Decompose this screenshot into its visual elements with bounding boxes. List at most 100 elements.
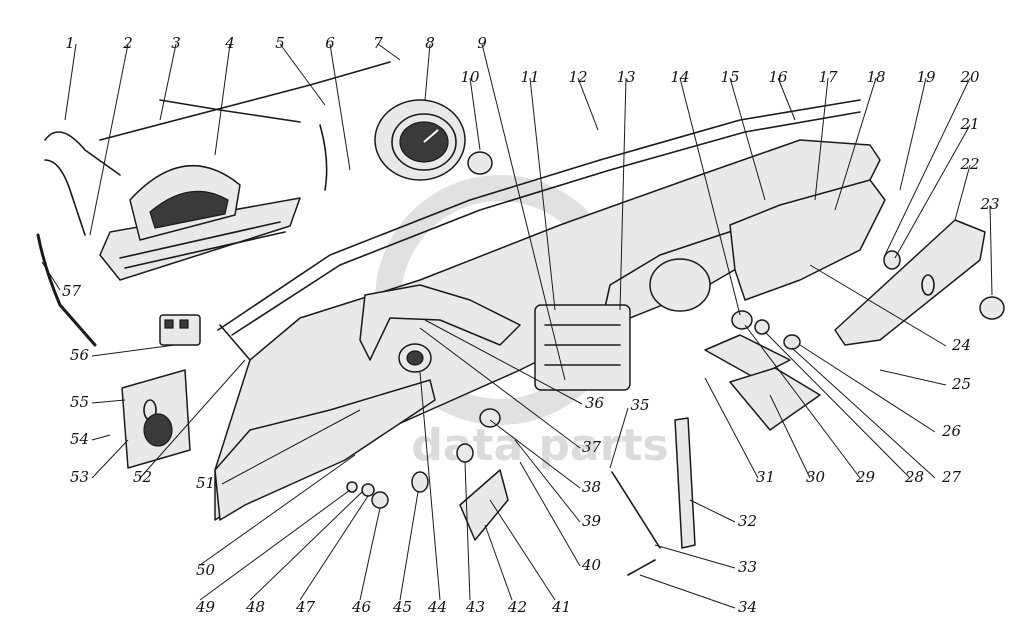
plate-55: [121, 369, 191, 469]
callout-label: 45: [392, 598, 412, 616]
callout-label: 3: [171, 34, 181, 52]
callout-1: 1: [64, 34, 77, 121]
leader-line: [609, 407, 629, 469]
callout-label: 4: [224, 34, 235, 52]
rod-33: [611, 471, 661, 576]
callout-8: 8: [424, 34, 435, 101]
leader-line: [424, 319, 583, 405]
callout-label: 5: [275, 34, 285, 52]
callout-label: 55: [70, 393, 89, 411]
leader-line: [489, 499, 556, 601]
callout-label: 56: [70, 346, 90, 364]
leader-line: [91, 399, 126, 404]
leader-line: [814, 77, 829, 201]
callout-label: 29: [855, 468, 876, 486]
callout-41: 41: [489, 499, 571, 616]
callout-label: 36: [585, 394, 605, 412]
callout-32: 32: [689, 499, 757, 530]
callout-label: 20: [959, 68, 980, 86]
callout-29: 29: [744, 324, 876, 486]
callout-54: 54: [70, 430, 111, 448]
leader-line: [464, 461, 471, 601]
leader-line: [619, 77, 627, 311]
callout-label: 49: [195, 598, 216, 616]
callout-38: 38: [489, 419, 601, 496]
callout-50: 50: [196, 454, 356, 579]
callout-36: 36: [424, 319, 605, 412]
callout-label: 18: [866, 68, 885, 86]
callout-17: 17: [814, 68, 838, 201]
lower-fascia: [214, 379, 436, 521]
callout-44: 44: [419, 371, 447, 616]
callout-26: 26: [799, 344, 962, 440]
callout-47: 47: [295, 495, 369, 616]
leader-line: [91, 434, 111, 441]
callout-label: 26: [941, 422, 962, 440]
callout-13: 13: [616, 68, 636, 311]
callout-label: 27: [941, 468, 962, 486]
callout-9: 9: [477, 34, 566, 381]
callout-33: 33: [654, 544, 757, 576]
callout-45: 45: [392, 491, 419, 616]
leader-line: [41, 261, 61, 291]
callout-label: 35: [630, 396, 649, 414]
callout-30: 30: [769, 394, 826, 486]
leader-line: [529, 77, 556, 311]
callout-label: 9: [477, 34, 487, 52]
callout-19: 19: [899, 68, 936, 191]
callout-51: 51: [196, 409, 361, 492]
callout-25: 25: [879, 369, 971, 393]
switch-56: [159, 314, 201, 346]
leader-line: [91, 344, 176, 357]
callout-label: 22: [959, 155, 979, 173]
leader-line: [299, 495, 369, 601]
callout-label: 16: [768, 68, 788, 86]
callout-label: 2: [122, 34, 133, 52]
callout-label: 25: [951, 375, 971, 393]
leader-line: [481, 43, 566, 381]
callout-label: 15: [720, 68, 739, 86]
callout-label: 32: [738, 512, 757, 530]
callout-37: 37: [419, 327, 602, 456]
leader-line: [249, 491, 363, 601]
leader-line: [989, 204, 993, 296]
leader-line: [894, 124, 971, 259]
leader-line: [64, 43, 77, 121]
callout-label: 33: [738, 558, 757, 576]
callout-label: 13: [616, 68, 635, 86]
leader-line: [884, 77, 971, 256]
leader-line: [764, 331, 911, 479]
callout-label: 53: [70, 468, 89, 486]
leader-line: [679, 77, 741, 316]
leader-line: [159, 43, 177, 121]
leader-line: [791, 347, 936, 479]
callout-label: 41: [551, 598, 571, 616]
callout-label: 44: [427, 598, 447, 616]
callout-3: 3: [159, 34, 181, 121]
cables: [36, 61, 391, 361]
leader-line: [199, 489, 351, 601]
leader-line: [279, 43, 326, 106]
callout-18: 18: [834, 68, 886, 211]
callout-34: 34: [639, 574, 757, 616]
callout-52: 52: [133, 359, 246, 486]
leader-line: [489, 419, 581, 489]
leader-line: [399, 491, 419, 601]
callout-55: 55: [70, 393, 126, 411]
callout-label: 1: [65, 34, 75, 52]
callout-label: 42: [507, 598, 527, 616]
leader-line: [834, 77, 877, 211]
leader-line: [744, 324, 861, 479]
leader-line: [221, 409, 361, 485]
callout-label: 12: [568, 68, 587, 86]
callout-label: 39: [582, 512, 602, 530]
leader-line: [469, 77, 481, 151]
callout-46: 46: [351, 507, 381, 616]
leader-line: [329, 43, 351, 171]
callout-label: 7: [373, 34, 383, 52]
callout-label: 43: [465, 598, 485, 616]
ashtray-assembly: [704, 334, 821, 431]
leader-line: [424, 43, 431, 101]
callout-label: 10: [460, 68, 480, 86]
